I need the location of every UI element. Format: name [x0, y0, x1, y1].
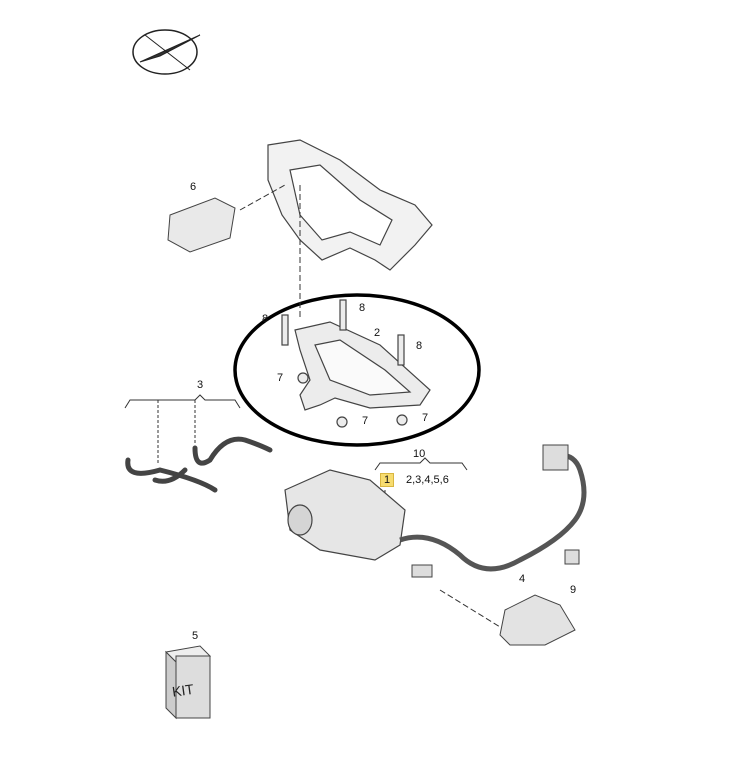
callout-7c[interactable]: 7: [422, 412, 429, 424]
callout-1[interactable]: 1: [380, 473, 395, 487]
hoses-part: [125, 436, 273, 493]
bracket-part: [281, 299, 431, 428]
callout-6[interactable]: 6: [190, 181, 197, 193]
callout-10[interactable]: 10: [413, 448, 426, 460]
callout-8a[interactable]: 8: [262, 313, 269, 325]
sensor-part: [564, 549, 580, 565]
subframe-part: [267, 139, 433, 271]
callout-8c[interactable]: 8: [416, 340, 423, 352]
callout-5[interactable]: 5: [192, 630, 199, 642]
kit-box: [164, 645, 212, 720]
callout-sub-items[interactable]: 2,3,4,5,6: [406, 474, 449, 486]
filter-part: [542, 444, 569, 471]
callout-2[interactable]: 2: [374, 327, 381, 339]
kit-label: KIT: [171, 681, 195, 700]
callout-3[interactable]: 3: [197, 379, 204, 391]
callout-8b[interactable]: 8: [359, 302, 366, 314]
orientation-icon: [132, 29, 201, 75]
highlight-circle: [233, 293, 481, 447]
callout-9[interactable]: 9: [570, 584, 577, 596]
callout-7b[interactable]: 7: [362, 415, 369, 427]
callout-7a[interactable]: 7: [277, 372, 284, 384]
relay-part: [167, 197, 236, 253]
air-line: [399, 452, 587, 572]
callout-4[interactable]: 4: [519, 573, 526, 585]
compressor-part: [284, 469, 406, 561]
relay-holder-part: [499, 594, 576, 646]
